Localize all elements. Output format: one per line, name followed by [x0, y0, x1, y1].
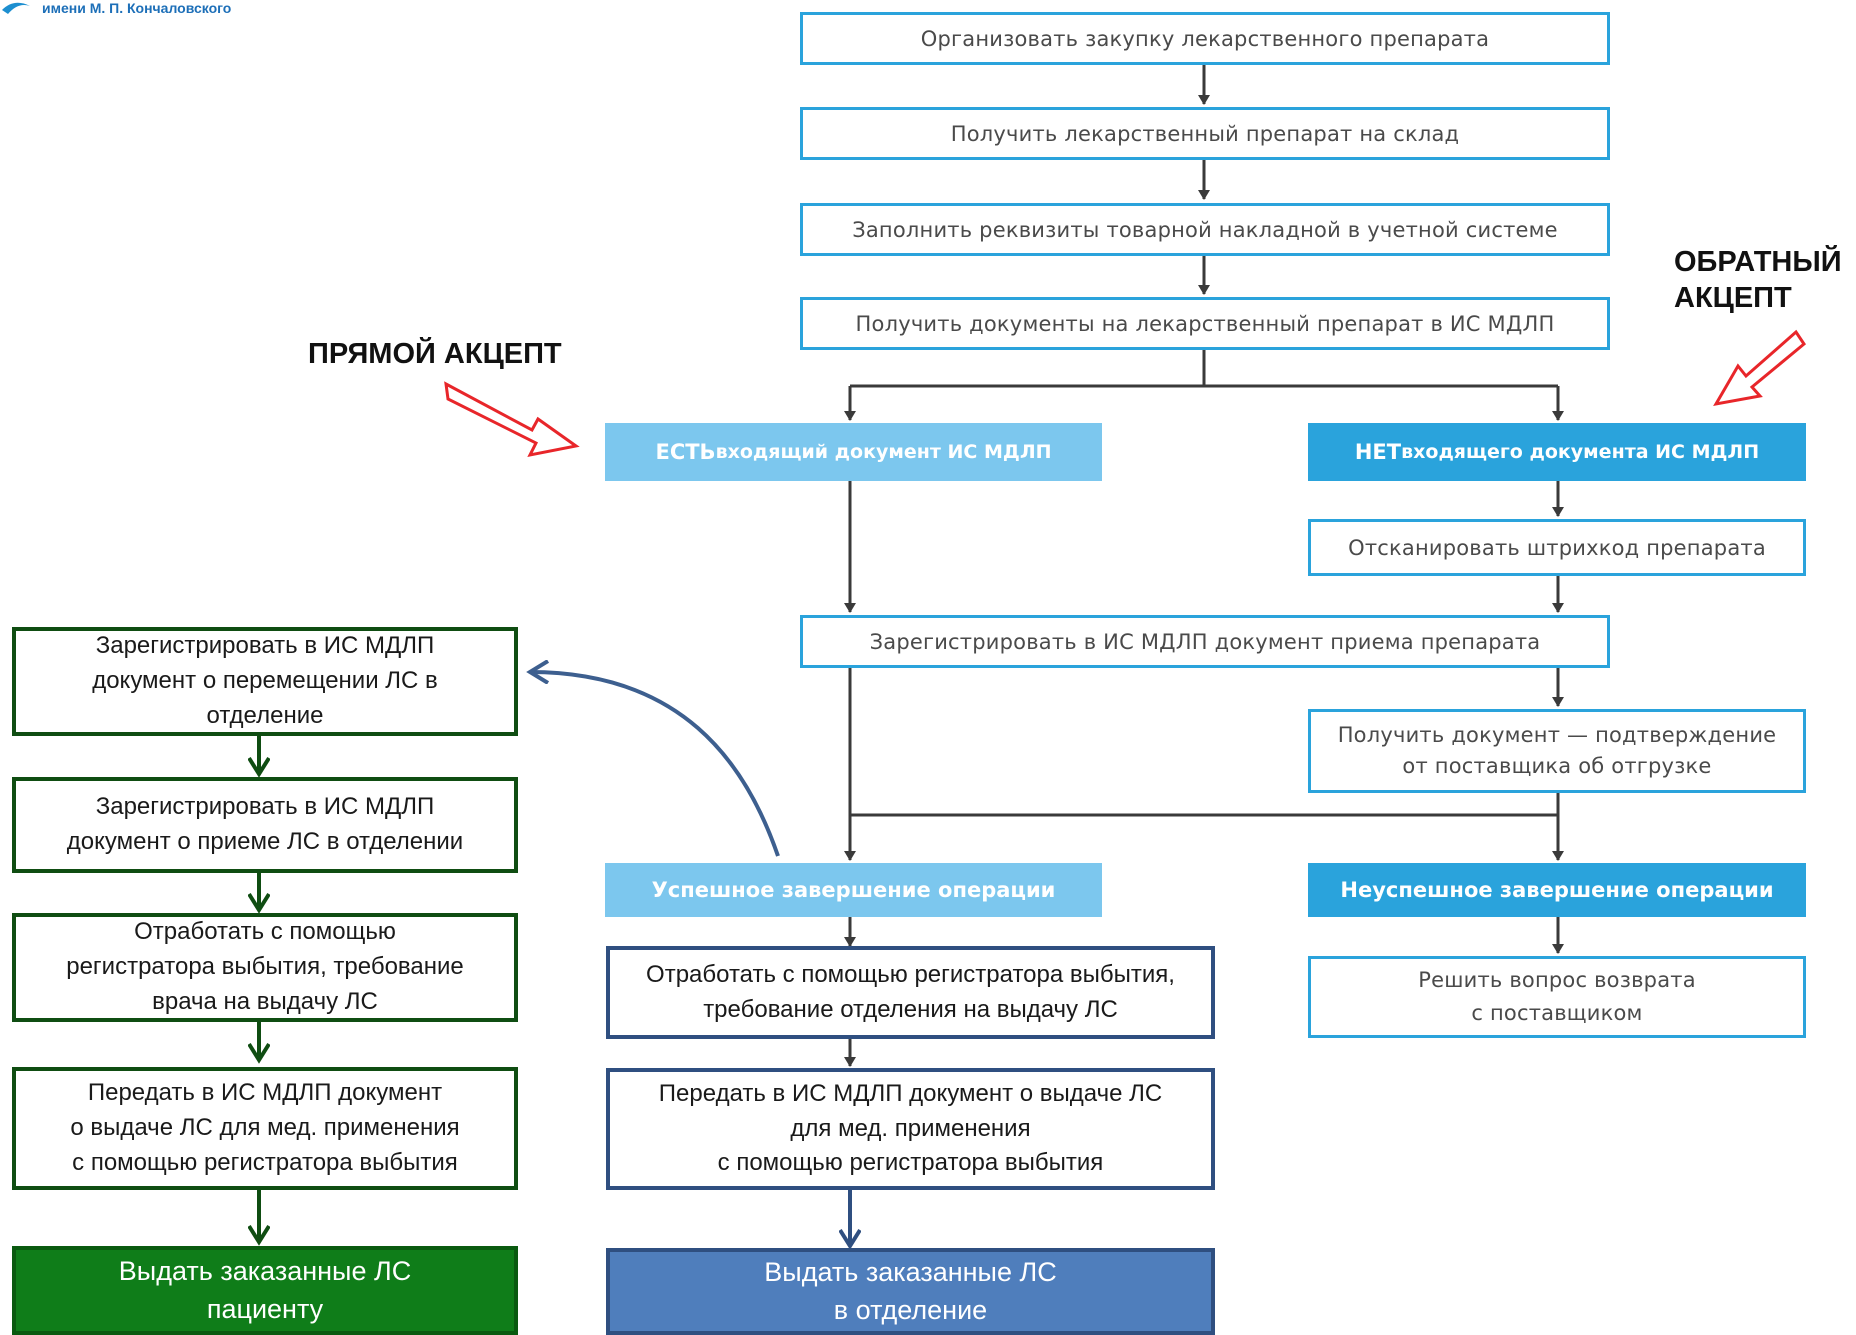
- logo-caption: имени М. П. Кончаловского: [42, 0, 232, 16]
- step-resolve-return: Решить вопрос возврата с поставщиком: [1308, 956, 1806, 1038]
- step-register-acceptance: Зарегистрировать в ИС МДЛП документ прие…: [800, 615, 1610, 668]
- decision-no-rest: входящего документа ИС МДЛП: [1401, 441, 1760, 463]
- step-get-confirmation: Получить документ — подтверждение от пос…: [1308, 709, 1806, 793]
- reverse-accent-label: ОБРАТНЫЙ АКЦЕПТ: [1674, 246, 1842, 315]
- step-receive-to-warehouse: Получить лекарственный препарат на склад: [800, 107, 1610, 160]
- left-step-transfer-document: Передать в ИС МДЛП документ о выдаче ЛС …: [12, 1067, 518, 1190]
- result-fail: Неуспешное завершение операции: [1308, 863, 1806, 917]
- mid-step-issue-to-department: Выдать заказанные ЛС в отделение: [606, 1248, 1215, 1335]
- step-get-mdlp-documents: Получить документы на лекарственный преп…: [800, 297, 1610, 350]
- left-step-register-transfer: Зарегистрировать в ИС МДЛП документ о пе…: [12, 627, 518, 736]
- direct-accent-label: ПРЯМОЙ АКЦЕПТ: [308, 338, 562, 370]
- reverse-accent-arrow-icon: [1713, 329, 1806, 407]
- decision-no-document: НЕТ входящего документа ИС МДЛП: [1308, 423, 1806, 481]
- mid-step-process-request: Отработать с помощью регистратора выбыти…: [606, 946, 1215, 1039]
- result-success: Успешное завершение операции: [605, 863, 1102, 917]
- step-scan-barcode: Отсканировать штрихкод препарата: [1308, 519, 1806, 576]
- decision-yes-bold: ЕСТЬ: [655, 440, 716, 464]
- left-step-register-receipt: Зарегистрировать в ИС МДЛП документ о пр…: [12, 777, 518, 873]
- decision-yes-rest: входящий документ ИС МДЛП: [715, 441, 1052, 463]
- left-step-process-request: Отработать с помощью регистратора выбыти…: [12, 913, 518, 1022]
- step-organize-purchase: Организовать закупку лекарственного преп…: [800, 12, 1610, 65]
- left-step-issue-to-patient: Выдать заказанные ЛС пациенту: [12, 1246, 518, 1335]
- direct-accent-arrow-icon: [444, 381, 580, 458]
- decision-yes-document: ЕСТЬ входящий документ ИС МДЛП: [605, 423, 1102, 481]
- logo-emblem-icon: [2, 2, 30, 15]
- logo: [0, 0, 40, 22]
- step-fill-invoice-details: Заполнить реквизиты товарной накладной в…: [800, 203, 1610, 256]
- mid-step-transfer-document: Передать в ИС МДЛП документ о выдаче ЛС …: [606, 1068, 1215, 1190]
- decision-no-bold: НЕТ: [1354, 440, 1402, 464]
